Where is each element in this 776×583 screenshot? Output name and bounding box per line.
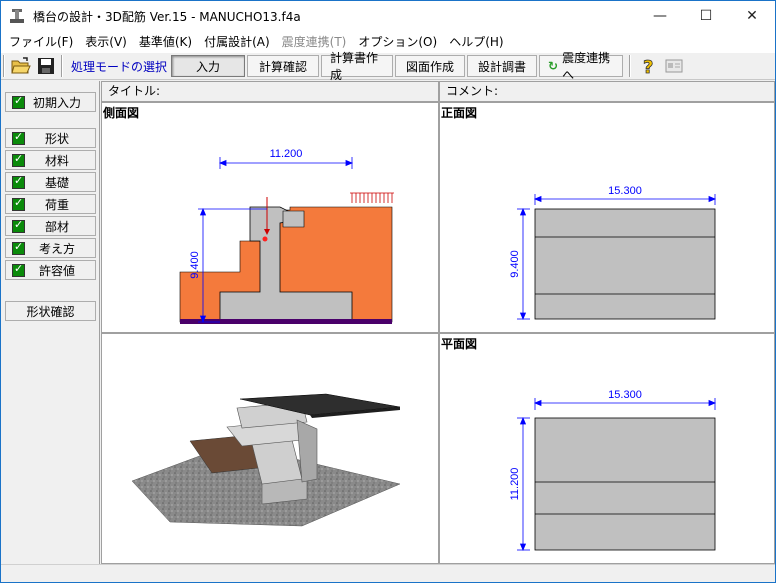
item-label: 形状 [44, 131, 69, 146]
help-question-icon[interactable]: ? [638, 55, 660, 77]
card-icon[interactable] [663, 55, 685, 77]
menu-view[interactable]: 表示(V) [85, 35, 127, 49]
check-icon [12, 262, 25, 277]
initial-input-label: 初期入力 [33, 95, 82, 110]
left-panel: 初期入力 形状 材料 基礎 荷重 部材 考え方 許容値 [1, 81, 100, 564]
comment-field[interactable]: コメント: [439, 81, 775, 102]
menu-file[interactable]: ファイル(F) [9, 35, 74, 49]
menu-options[interactable]: オプション(O) [358, 35, 438, 49]
maximize-button[interactable]: ☐ [699, 8, 713, 24]
item-label: 部材 [44, 219, 69, 234]
shape-check-button[interactable]: 形状確認 [5, 301, 96, 321]
check-icon [12, 94, 25, 109]
item-foundation-button[interactable]: 基礎 [5, 172, 96, 192]
item-member-button[interactable]: 部材 [5, 216, 96, 236]
item-allowable-button[interactable]: 許容値 [5, 260, 96, 280]
initial-input-button[interactable]: 初期入力 [5, 92, 96, 112]
item-label: 荷重 [44, 197, 69, 212]
toolbar: 処理モードの選択 入力 計算確認 計算書作成 図面作成 設計調書 ↻ 震度連携へ… [1, 51, 775, 82]
mode-select-label: 処理モードの選択 [71, 59, 168, 74]
toolbar-separator [61, 55, 63, 77]
title-field[interactable]: タイトル: [101, 81, 439, 102]
mode-input-button[interactable]: 入力 [171, 55, 246, 77]
item-material-button[interactable]: 材料 [5, 150, 96, 170]
minimize-button[interactable]: — [653, 8, 667, 24]
menu-help[interactable]: ヘルプ(H) [449, 35, 504, 49]
toolbar-grip [3, 55, 5, 77]
item-label: 材料 [44, 153, 69, 168]
title-bar: 橋台の設計・3D配筋 Ver.15 - MANUCHO13.f4a — ☐ ✕ [1, 1, 775, 31]
menu-standard-values[interactable]: 基準値(K) [138, 35, 193, 49]
app-icon [9, 8, 25, 24]
mode-calc-check-button[interactable]: 計算確認 [247, 55, 320, 77]
plan-view-panel[interactable]: 平面図 15.300 11.200 [439, 333, 775, 564]
window-title: 橋台の設計・3D配筋 Ver.15 - MANUCHO13.f4a [33, 9, 301, 24]
front-view-panel[interactable]: 正面図 15.300 9.400 [439, 102, 775, 333]
menu-seismic-link: 震度連携(T) [281, 35, 347, 49]
side-view-panel[interactable]: 側面図 [101, 102, 439, 333]
front-view-drawing: 15.300 9.400 [509, 185, 717, 321]
3d-view-panel[interactable] [101, 333, 439, 564]
item-label: 基礎 [44, 175, 69, 190]
check-icon [12, 240, 25, 255]
status-bar [1, 564, 775, 582]
item-label: 許容値 [38, 263, 75, 278]
side-height-dim: 9.400 [189, 251, 201, 279]
menu-accessory-design[interactable]: 付属設計(A) [204, 35, 270, 49]
item-shape-button[interactable]: 形状 [5, 128, 96, 148]
mode-design-sheet-button[interactable]: 設計調書 [467, 55, 538, 77]
check-icon [12, 218, 25, 233]
front-width-dim: 15.300 [608, 185, 642, 197]
plan-view-title: 平面図 [441, 337, 478, 351]
seismic-link-label: 震度連携へ [562, 51, 611, 82]
sync-icon: ↻ [548, 59, 559, 73]
check-icon [12, 152, 25, 167]
mode-report-button[interactable]: 計算書作成 [321, 51, 394, 82]
plan-height-dim: 11.200 [509, 468, 521, 501]
folder-open-icon[interactable] [10, 55, 32, 77]
item-label: 考え方 [38, 241, 75, 256]
toolbar-separator-2 [629, 55, 632, 77]
check-icon [12, 130, 25, 145]
plan-width-dim: 15.300 [608, 389, 642, 401]
side-width-dim: 11.200 [270, 148, 303, 160]
seismic-link-button[interactable]: ↻ 震度連携へ [539, 51, 624, 82]
side-view-title: 側面図 [103, 106, 140, 120]
check-icon [12, 174, 25, 189]
plan-view-drawing: 15.300 11.200 [509, 389, 717, 552]
menu-bar: ファイル(F) 表示(V) 基準値(K) 付属設計(A) 震度連携(T) オプシ… [1, 31, 775, 53]
item-approach-button[interactable]: 考え方 [5, 238, 96, 258]
front-height-dim: 9.400 [509, 250, 521, 278]
close-button[interactable]: ✕ [746, 8, 758, 24]
3d-model-drawing [131, 393, 401, 527]
svg-text:?: ? [643, 57, 653, 76]
front-view-title: 正面図 [441, 106, 478, 120]
mode-drawing-button[interactable]: 図面作成 [395, 55, 466, 77]
item-load-button[interactable]: 荷重 [5, 194, 96, 214]
floppy-disk-icon[interactable] [35, 55, 57, 77]
side-view-drawing: 11.200 9.400 [179, 148, 394, 324]
check-icon [12, 196, 25, 211]
